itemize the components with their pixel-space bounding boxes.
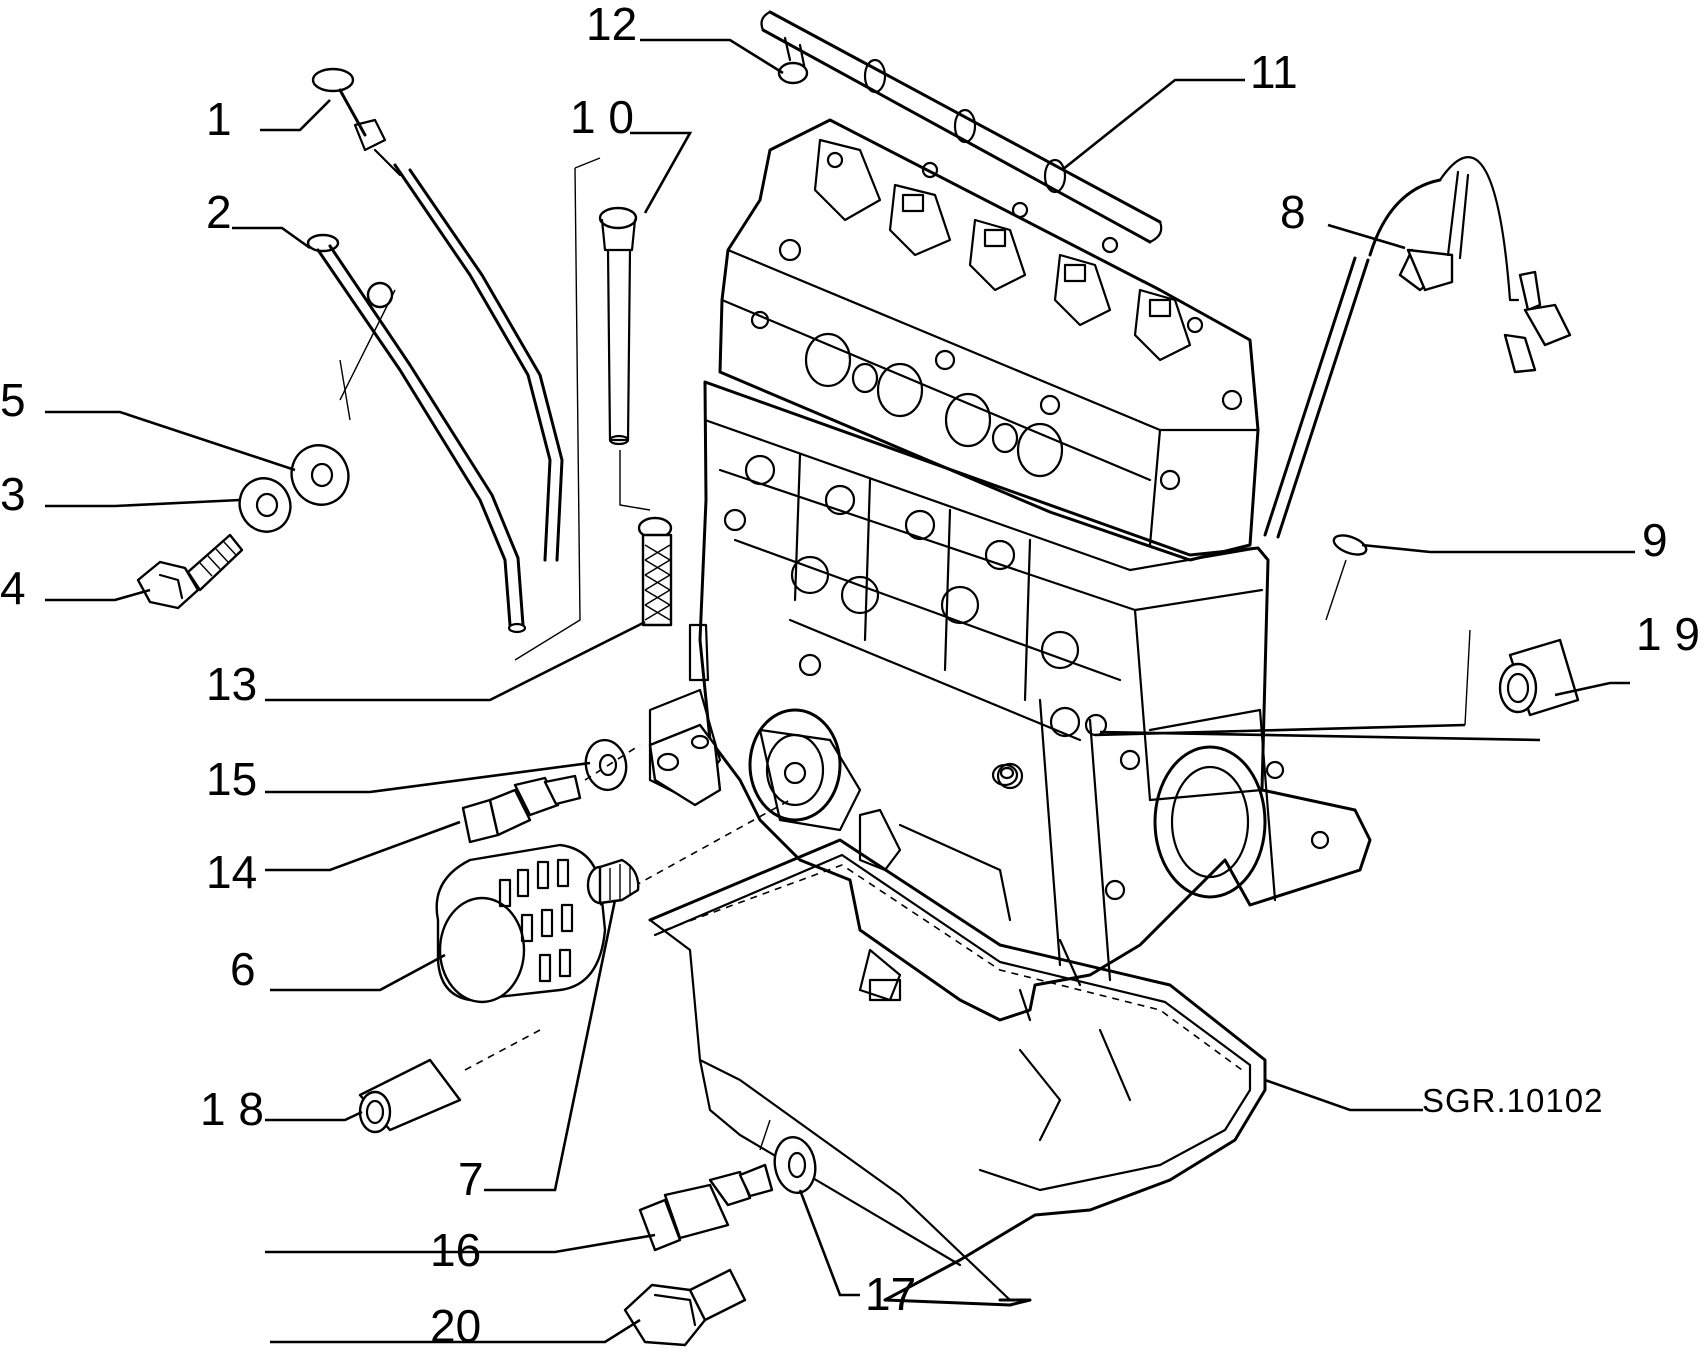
part-12-seal <box>777 61 809 85</box>
cylinder-head <box>718 118 1260 562</box>
part-2-dipstick-tube <box>306 233 527 634</box>
part-15-washer <box>584 738 628 792</box>
part-14-oil-pressure-switch <box>461 774 582 844</box>
fuel-leak-rail <box>760 10 1163 244</box>
callout-2: 2 <box>206 186 232 238</box>
callout-9: 9 <box>1642 514 1668 566</box>
callout-8: 8 <box>1280 186 1306 238</box>
callout-20: 20 <box>430 1300 481 1352</box>
part-9-washer <box>1332 534 1368 556</box>
callout-14: 14 <box>206 846 257 898</box>
callout-4: 4 <box>0 562 26 614</box>
part-19-plug <box>1498 638 1580 717</box>
engine-block <box>648 380 1372 1022</box>
callout-15: 15 <box>206 753 257 805</box>
part-5-washer <box>290 444 350 506</box>
part-4-bolt <box>136 533 244 610</box>
callout-17: 17 <box>865 1268 916 1320</box>
oil-filter-bracket <box>648 723 722 807</box>
part-1-dipstick <box>311 67 564 562</box>
part-16-sensor <box>638 1163 774 1252</box>
part-7-nipple <box>586 858 640 905</box>
part-18-plug <box>358 1058 462 1134</box>
callout-1: 1 <box>206 93 232 145</box>
part-20-drain-plug <box>623 1268 747 1347</box>
callout-18: 1 8 <box>200 1083 264 1135</box>
part-17-washer <box>773 1136 817 1194</box>
reference-code: SGR.10102 <box>1422 1082 1603 1119</box>
callout-13: 13 <box>206 658 257 710</box>
leader-lines <box>45 38 1635 1344</box>
callout-5: 5 <box>0 374 26 426</box>
part-3-washer <box>238 477 292 533</box>
part-10-tube <box>598 206 651 511</box>
callout-11: 11 <box>1250 46 1298 98</box>
part-6-oil-filter <box>435 843 607 1004</box>
callout-3: 3 <box>0 468 26 520</box>
oil-pan <box>648 838 1267 1307</box>
callout-12: 12 <box>586 0 637 50</box>
part-13-strainer <box>637 516 673 627</box>
callout-19: 1 9 <box>1636 608 1700 660</box>
callout-10: 1 0 <box>570 91 634 143</box>
callout-6: 6 <box>230 943 256 995</box>
callout-7: 7 <box>458 1153 484 1205</box>
callout-16: 16 <box>430 1224 481 1276</box>
part-8-sensor <box>1263 156 1572 539</box>
